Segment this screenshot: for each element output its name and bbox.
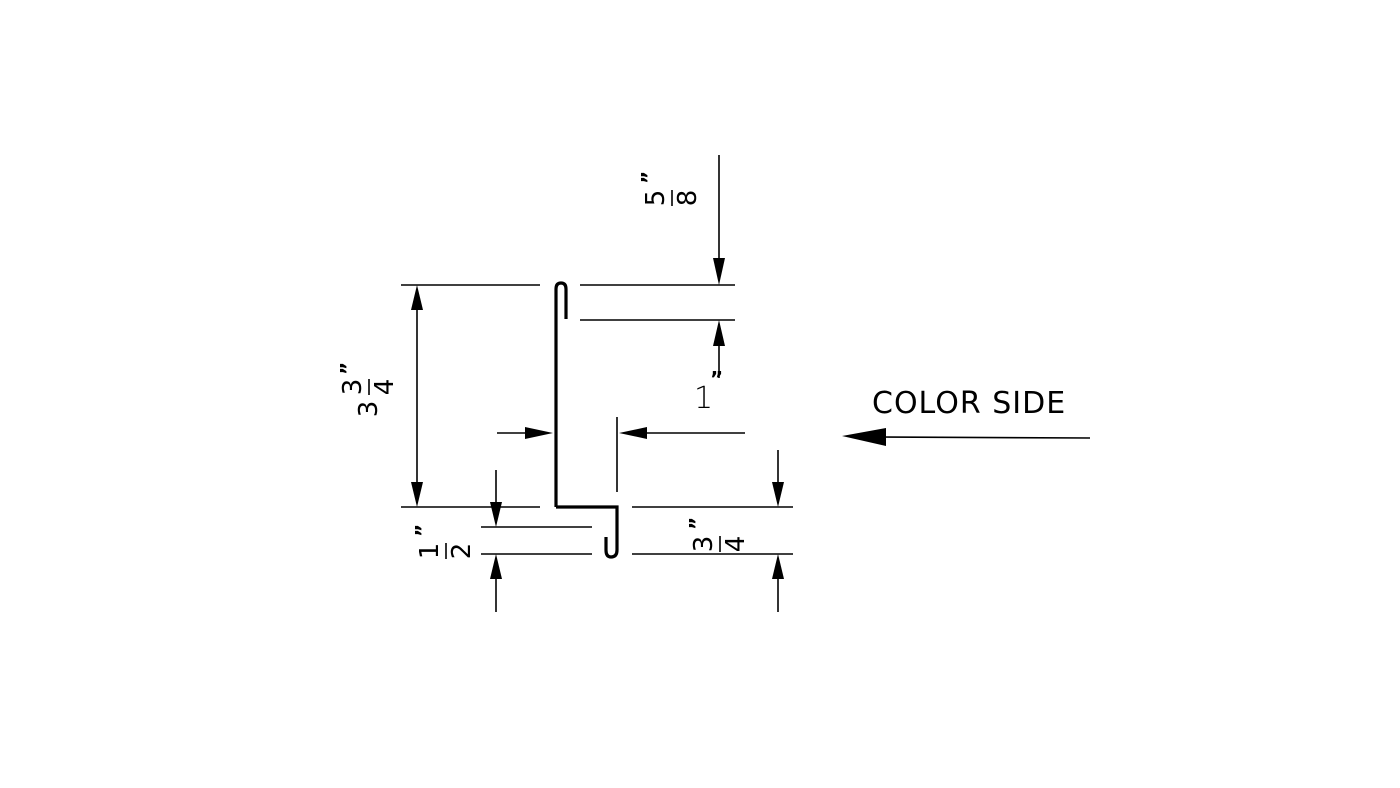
dim-overall-height: 3 3 4 ”	[336, 285, 423, 507]
dim-bottom-hem-left-unit: ”	[411, 524, 435, 537]
extension-lines	[401, 284, 793, 555]
arrow-up-icon	[713, 320, 725, 346]
dim-overall-height-numerator: 3	[338, 379, 368, 396]
metal-profile	[554, 281, 619, 559]
arrow-down-icon	[411, 482, 423, 507]
dim-top-hem-offset: 5 8 ”	[637, 155, 725, 378]
dim-bottom-hem-right: 3 4 ”	[685, 450, 784, 612]
arrow-down-icon	[713, 258, 725, 285]
profile-top-hem	[554, 281, 568, 507]
color-side-annotation: COLOR SIDE	[842, 386, 1091, 446]
dim-overall-height-whole: 3	[354, 401, 384, 418]
arrow-down-icon	[490, 502, 502, 527]
dim-top-hem-offset-denominator: 8	[673, 190, 703, 207]
dim-top-hem-length-unit: ”	[710, 367, 723, 391]
arrow-down-icon	[772, 482, 784, 507]
dim-top-hem-length: 1 ”	[694, 367, 723, 416]
arrow-up-icon	[490, 554, 502, 579]
arrow-right-icon	[525, 427, 553, 439]
dim-top-hem-length-value: 1	[694, 381, 713, 416]
dim-bottom-hem-left-numerator: 1	[415, 543, 445, 560]
arrow-up-icon	[411, 285, 423, 310]
arrow-up-icon	[772, 554, 784, 579]
dim-bottom-hem-right-numerator: 3	[689, 536, 719, 553]
arrow-left-icon	[619, 427, 647, 439]
dim-top-hem-offset-numerator: 5	[641, 190, 671, 207]
dim-web-offset	[497, 427, 745, 439]
dim-bottom-hem-left-denominator: 2	[447, 543, 477, 560]
profile-bottom-step	[556, 505, 619, 559]
color-side-label: COLOR SIDE	[872, 386, 1066, 421]
dim-bottom-hem-left: 1 2 ”	[411, 470, 502, 612]
dim-bottom-hem-right-denominator: 4	[721, 536, 751, 553]
dim-overall-height-unit: ”	[336, 362, 360, 375]
arrow-left-icon	[842, 428, 886, 446]
dim-overall-height-denominator: 4	[370, 379, 400, 396]
dim-bottom-hem-right-unit: ”	[685, 517, 709, 530]
dim-top-hem-offset-unit: ”	[637, 171, 661, 184]
